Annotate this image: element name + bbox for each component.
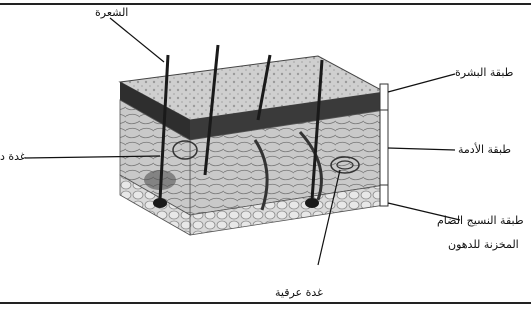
label-dermis: طبقة الأدمة <box>458 143 511 157</box>
label-hair: الشعرة <box>95 6 128 20</box>
label-sweat-gland: غدة عرقية <box>275 286 323 300</box>
label-hypodermis-line1: طبقة النسيج الضام <box>437 214 524 228</box>
label-sebaceous-gland: غدة د <box>0 150 26 164</box>
layer-bracket <box>380 84 388 206</box>
label-epidermis: طبقة البشرة <box>455 66 513 80</box>
label-hypodermis-line2: المخزنة للدهون <box>448 238 519 252</box>
